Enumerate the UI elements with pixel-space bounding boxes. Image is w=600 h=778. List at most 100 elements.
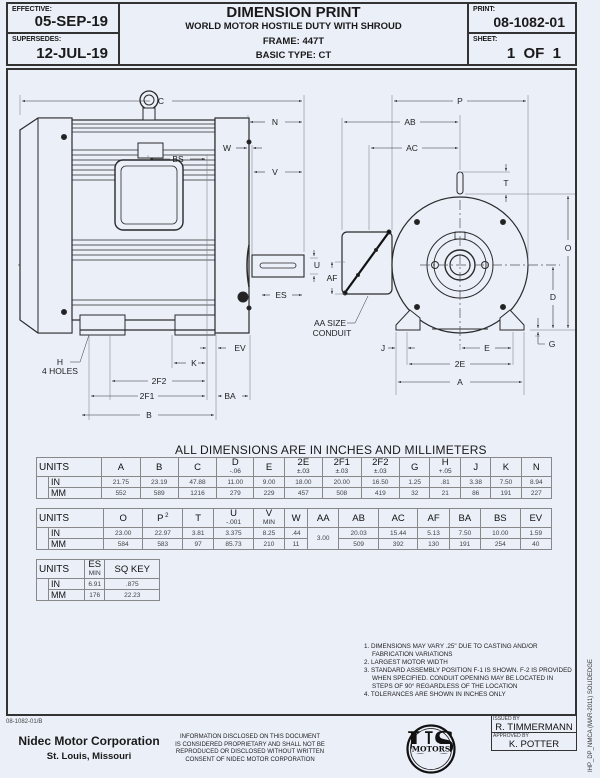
foot-left [395, 309, 421, 331]
column-header: A [101, 457, 141, 477]
dim-label-b: B [146, 410, 152, 420]
dim-label-ba: BA [224, 391, 236, 401]
table-cell: 20.00 [322, 476, 362, 488]
print-cell: PRINT: 08-1082-01 [469, 4, 575, 34]
print-label: PRINT: [473, 6, 495, 13]
disclaimer-line: IS CONSIDERED PROPRIETARY AND SHALL NOT … [175, 741, 325, 748]
column-header-name: J [473, 461, 479, 473]
side-note: IHP_DP_NMCA (MAR-2011) SOLIDEDGE [588, 659, 594, 772]
column-header: EV [519, 508, 553, 528]
table-cell: 32 [399, 487, 431, 499]
table-cell: 3.375 [213, 527, 254, 539]
column-header: C [177, 457, 218, 477]
dim-label-j: J [381, 343, 385, 353]
table-cell: 40 [519, 538, 553, 550]
supersedes-date: 12-JUL-19 [36, 45, 108, 62]
basic-type-label: BASIC TYPE: CT [255, 50, 332, 61]
table-cell: 130 [417, 538, 450, 550]
dim-label-af: AF [327, 273, 338, 283]
supersedes-cell: SUPERSEDES: 12-JUL-19 [8, 34, 118, 64]
document-number: 08-1082-01/B [6, 719, 43, 725]
dimensions-title: ALL DIMENSIONS ARE IN INCHES AND MILLIME… [175, 443, 487, 457]
table-cell: 7.50 [490, 476, 522, 488]
column-header-name: 2F1 [333, 457, 350, 468]
note-item: 1. DIMENSIONS MAY VARY .25" DUE TO CASTI… [364, 643, 538, 658]
dim-label-a: A [457, 377, 463, 387]
column-header: SQ KEY [104, 559, 160, 579]
fan-end-bracket [37, 117, 73, 334]
print-block: PRINT: 08-1082-01 SHEET: 1 OF 1 [467, 4, 575, 64]
dim-label-ac: AC [406, 143, 418, 153]
effective-date: 05-SEP-19 [34, 13, 108, 30]
logo-us-text: US [407, 726, 455, 761]
dim-label-g: G [549, 339, 556, 349]
column-tolerance: ±.03 [373, 468, 387, 475]
table-cell: 508 [322, 487, 362, 499]
column-tolerance: ±.03 [335, 468, 349, 475]
table-cell: 7.50 [448, 527, 482, 539]
column-header-name: D [231, 457, 239, 468]
company-block: Nidec Motor Corporation St. Louis, Misso… [14, 734, 164, 762]
column-header: K [490, 457, 522, 477]
dim-label-2f2: 2F2 [152, 376, 167, 386]
table-cell: 191 [490, 487, 522, 499]
dim-label-v: V [272, 167, 278, 177]
issued-by-name: R. TIMMERMANN [495, 722, 573, 733]
dim-label-2e: 2E [455, 359, 466, 369]
column-header-name: BA [458, 512, 472, 524]
table-cell: .44 [284, 527, 309, 539]
units-header: UNITS [36, 508, 104, 528]
column-header: AC [377, 508, 419, 528]
column-header-name: K [502, 461, 510, 473]
dim-label-es: ES [275, 290, 287, 300]
column-header-name: V [265, 508, 273, 519]
dim-label-k: K [191, 358, 197, 368]
document-title: DIMENSION PRINT [226, 4, 361, 21]
table-cell: 509 [338, 538, 379, 550]
shaft [251, 254, 305, 278]
column-header-name: T [195, 512, 202, 524]
note-item: 3. STANDARD ASSEMBLY POSITION F-1 IS SHO… [364, 667, 572, 690]
table-cell: 21.75 [101, 476, 141, 488]
column-header-name: U [230, 508, 237, 519]
print-number: 08-1082-01 [493, 14, 565, 30]
column-header-name: E [265, 461, 273, 473]
column-header: T [182, 508, 215, 528]
dim-label-u: U [314, 260, 320, 270]
table-cell: 210 [252, 538, 286, 550]
column-header: U-.001 [213, 508, 254, 528]
bracket-bolt [61, 134, 67, 140]
table-cell: 8.25 [252, 527, 286, 539]
table-cell: .81 [429, 476, 462, 488]
dim-label-ab: AB [404, 117, 416, 127]
column-header-name: BS [493, 512, 507, 524]
disclaimer-line: REPRODUCED OR DISCLOSED WITHOUT WRITTEN [175, 749, 325, 755]
column-header-name: O [119, 512, 127, 524]
column-header: J [460, 457, 492, 477]
table-cell: 16.50 [360, 476, 401, 488]
column-header-name: C [194, 461, 201, 473]
note-item: 2. LARGEST MOTOR WIDTH [364, 659, 448, 666]
drawing-frame [6, 68, 577, 716]
column-header-name: A [117, 461, 125, 473]
column-tolerance: -.001 [226, 519, 241, 526]
table-cell: 6.91 [83, 578, 106, 590]
table-cell: 457 [283, 487, 324, 499]
column-header-name: SQ KEY [114, 563, 150, 575]
dim-label-o: O [565, 243, 572, 253]
table-cell: 23.00 [102, 527, 144, 539]
table-cell: 47.88 [177, 476, 218, 488]
supersedes-label: SUPERSEDES: [12, 36, 62, 43]
table-cell: 11.00 [216, 476, 255, 488]
column-header: E [253, 457, 285, 477]
column-header: H+.05 [429, 457, 462, 477]
document-subtitle: WORLD MOTOR HOSTILE DUTY WITH SHROUD [185, 21, 402, 32]
column-tolerance: MIN [262, 519, 275, 526]
foot-right [499, 309, 525, 331]
foot-front [79, 314, 126, 336]
